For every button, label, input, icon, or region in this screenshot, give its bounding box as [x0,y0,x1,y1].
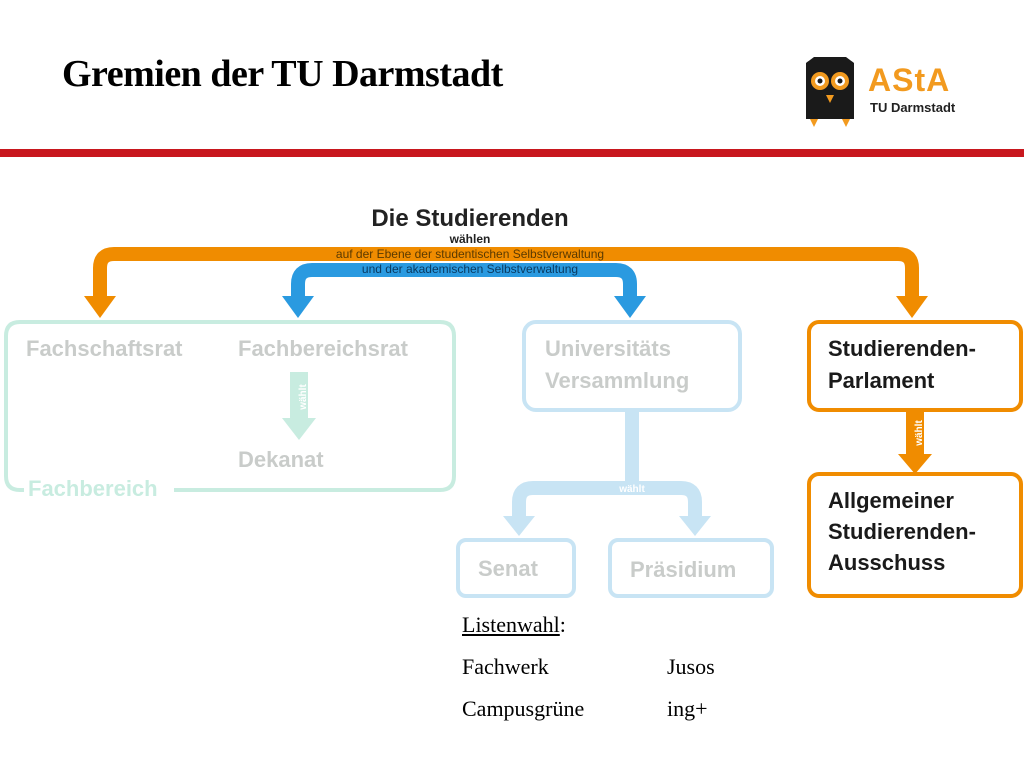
fb-arrow-shaft [290,372,308,422]
list-item: Fachwerk [462,654,549,679]
list-item: Jusos [667,654,715,679]
arrow-down-icon [896,296,928,318]
sp-waehlt-label: wählt [914,420,925,447]
list-item: ing+ [667,696,708,721]
praesidium-box [608,538,774,598]
fachbereich-label: Fachbereich [28,476,158,501]
arrow-down-icon [84,296,116,318]
waehlen-label: wählen [449,232,491,246]
fb-waehlt-label: wählt [298,384,309,411]
senat-box [456,538,576,598]
arrow-down-icon [282,296,314,318]
senat-label: Senat [478,556,539,581]
asta-label-1: Allgemeiner [828,488,954,513]
sp-box [807,320,1023,412]
arrow-down-icon [282,418,316,440]
asta-box [807,472,1023,598]
asta-label-3: Ausschuss [828,550,945,575]
praesidium-label: Präsidium [630,557,736,582]
uv-connector [512,410,702,520]
sp-label-2: Parlament [828,368,935,393]
asta-logo [800,55,980,130]
list-item: Campusgrüne [462,696,585,721]
level-line-1: auf der Ebene der studentischen Selbstve… [336,247,604,261]
students-label: Die Studierenden [371,205,568,232]
logo-subtitle: TU Darmstadt [870,100,956,115]
arrow-down-icon [898,454,932,474]
list-heading: Listenwahl: [462,612,566,638]
uv-label-1: Universitäts [545,336,671,361]
arrow-down-icon [503,516,535,536]
page-title: Gremien der TU Darmstadt [62,53,503,95]
fachbereich-box [4,320,456,492]
uv-waehlt-label: wählt [618,484,645,495]
dekanat-label: Dekanat [238,447,324,472]
logo-wordmark: AStA [868,62,951,98]
list-heading-text: Listenwahl [462,612,560,637]
asta-label-2: Studierenden- [828,519,976,544]
arrow-down-icon [679,516,711,536]
blue-connector [291,263,637,300]
uv-label-2: Versammlung [545,368,689,393]
fachschaftsrat-label: Fachschaftsrat [26,336,183,361]
arrow-down-icon [614,296,646,318]
fachbereichsrat-label: Fachbereichsrat [238,336,409,361]
sp-arrow-shaft [906,412,924,460]
header-divider [0,149,1024,157]
orange-connector [93,247,919,300]
list-heading-colon: : [559,612,566,637]
owl-icon [806,57,854,127]
sp-label-1: Studierenden- [828,336,976,361]
level-line-2: und der akademischen Selbstverwaltung [362,262,578,276]
